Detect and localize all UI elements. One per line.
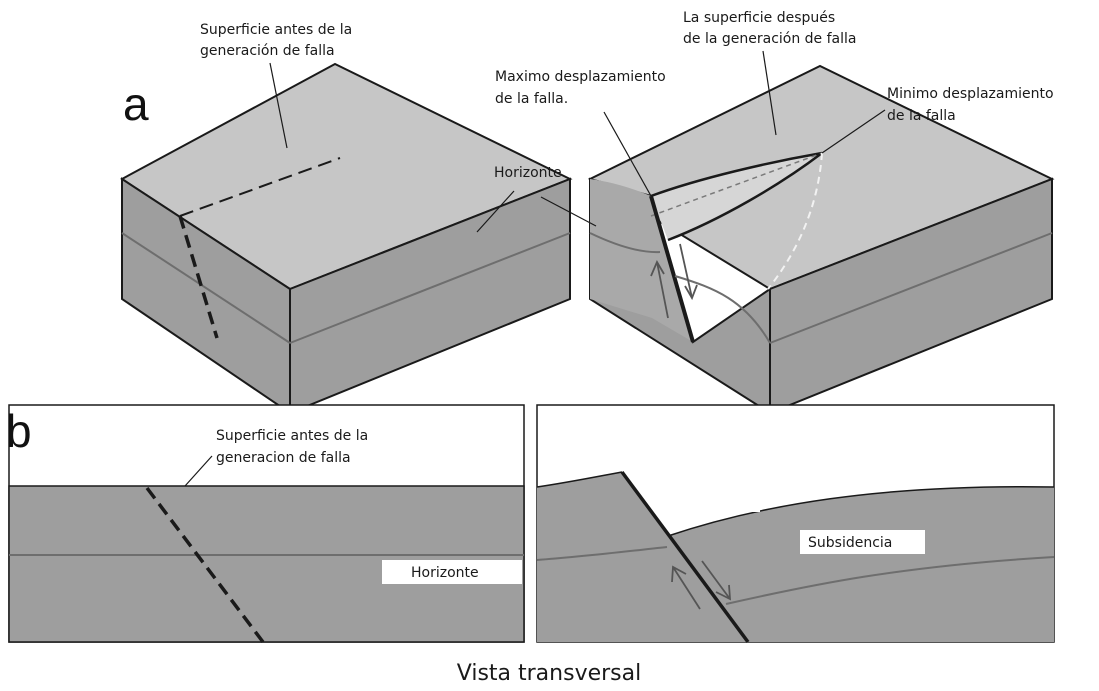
label-subsidence: Subsidencia [808, 535, 892, 551]
block-before-fault [120, 62, 573, 415]
section-down-arrow-icon [701, 560, 732, 601]
section-after-fault [536, 404, 1055, 644]
panel-b-labels: b Superficie antes de la generacion de f… [6, 405, 892, 686]
subsided-surface [651, 153, 822, 240]
leader-min-displacement [821, 109, 886, 154]
leader-surface-after [762, 50, 777, 136]
leader-horizon-right [540, 196, 597, 227]
block-after-fault [587, 64, 1055, 415]
block-before-right-face [289, 177, 571, 415]
block-after-right-face [769, 177, 1053, 415]
section-after-horizon-upthrown [536, 546, 668, 561]
block-before-fault-trace-top [179, 157, 341, 217]
panel-a-labels: a Superficie antes de la generación de f… [123, 10, 1054, 233]
label-surface-before-line1: Superficie antes de la [200, 22, 352, 38]
panel-a-letter: a [123, 78, 149, 130]
minimum-displacement-trace [767, 152, 823, 290]
section-up-arrow-icon [671, 565, 701, 610]
block-before-fault-trace-side [178, 215, 219, 339]
section-after-fault-line [620, 470, 750, 644]
block-before-horizon-right [289, 232, 571, 344]
original-surface-trace [650, 152, 823, 217]
panel-b-letter: b [6, 405, 32, 457]
section-after-surface-downthrown [667, 485, 1055, 537]
section-before-fault [8, 404, 525, 644]
fault-scarp-face [590, 179, 693, 342]
label-min-displacement-line2: de la falla [887, 108, 956, 124]
label-max-displacement-line2: de la falla. [495, 91, 568, 107]
leader-max-displacement [603, 111, 652, 197]
label-horizon-a: Horizonte [494, 165, 562, 181]
label-surface-before-b-line1: Superficie antes de la [216, 428, 368, 444]
fault-plane-trace [649, 195, 695, 343]
label-horizon-b: Horizonte [411, 565, 479, 581]
leader-horizon-left [476, 190, 515, 233]
section-after-white-patch [652, 486, 760, 512]
label-min-displacement-line1: Minimo desplazamiento [887, 86, 1054, 102]
label-surface-before-b-line2: generacion de falla [216, 450, 351, 466]
section-after-rock [537, 472, 1054, 642]
caption-cross-section: Vista transversal [457, 661, 641, 686]
label-horizon-b-box [382, 560, 522, 584]
block-after-horizon-right [769, 232, 1053, 344]
label-surface-after-line2: de la generación de falla [683, 31, 856, 47]
label-max-displacement-line1: Maximo desplazamiento [495, 69, 666, 85]
section-after-horizon-downthrown [725, 556, 1055, 605]
label-subsidence-box [800, 530, 925, 554]
section-after-surface-upthrown [536, 471, 623, 488]
section-before-fault-line [145, 486, 265, 644]
fault-scarp-lower-edge [667, 152, 823, 242]
block-before-horizon-left [121, 232, 291, 344]
block-after-horizon-left [589, 232, 661, 254]
down-arrow-icon [679, 243, 698, 301]
leader-surface-before [269, 62, 288, 149]
leader-surface-before-b [184, 455, 213, 487]
label-surface-before-line2: generación de falla [200, 43, 335, 59]
up-arrow-icon [650, 260, 669, 319]
fault-scarp-upper-edge [650, 151, 823, 198]
label-surface-after-line1: La superficie después [683, 10, 835, 26]
